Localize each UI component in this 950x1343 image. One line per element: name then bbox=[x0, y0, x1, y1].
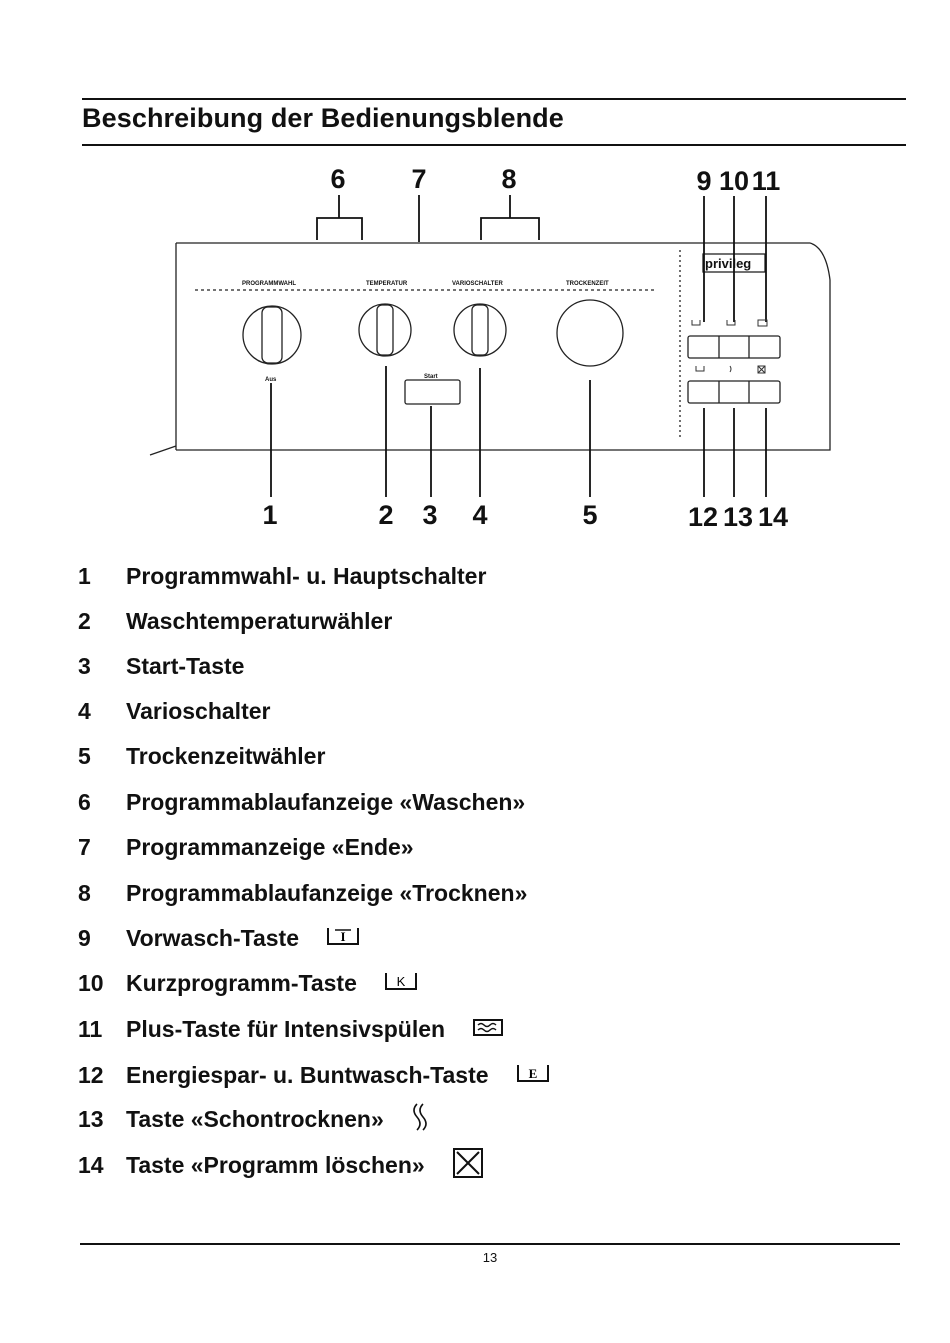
legend-item: 4 Varioschalter bbox=[78, 696, 270, 726]
item-number: 12 bbox=[78, 1061, 104, 1088]
item-label: Plus-Taste für Intensivspülen bbox=[126, 1015, 446, 1042]
callout-1: 1 bbox=[262, 500, 277, 530]
energy-save-icon: E bbox=[515, 1062, 551, 1089]
item-label: Varioschalter bbox=[126, 697, 271, 724]
item-label: Kurzprogramm-Taste bbox=[126, 969, 357, 996]
label-varioschalter: VARIOSCHALTER bbox=[452, 281, 503, 287]
brand-logo: privileg bbox=[705, 256, 751, 271]
svg-text:E: E bbox=[528, 1066, 537, 1081]
item-label: Energiespar- u. Buntwasch-Taste bbox=[126, 1061, 489, 1088]
item-number: 8 bbox=[78, 879, 91, 906]
item-label: Programmanzeige «Ende» bbox=[126, 833, 414, 860]
label-start: Start bbox=[424, 374, 438, 380]
item-label: Trockenzeitwähler bbox=[126, 742, 326, 769]
footer-rule bbox=[80, 1243, 900, 1245]
item-number: 6 bbox=[78, 788, 91, 815]
item-number: 10 bbox=[78, 969, 104, 996]
legend-item: 13 Taste «Schontrocknen» bbox=[78, 1102, 432, 1137]
label-temperatur: TEMPERATUR bbox=[366, 281, 408, 287]
item-number: 4 bbox=[78, 697, 91, 724]
top-rule bbox=[82, 98, 906, 100]
legend-item: 5 Trockenzeitwähler bbox=[78, 741, 325, 771]
label-aus: Aus bbox=[265, 377, 277, 383]
control-panel-figure: 6 7 8 9 10 11 1 2 3 4 5 12 13 14 PROGRAM… bbox=[149, 164, 831, 532]
legend-item: 3 Start-Taste bbox=[78, 651, 244, 681]
short-program-icon: K bbox=[383, 970, 419, 997]
item-label: Taste «Programm löschen» bbox=[126, 1151, 425, 1178]
legend-item: 10 Kurzprogramm-Taste K bbox=[78, 968, 419, 998]
page-title: Beschreibung der Bedienungsblende bbox=[82, 103, 564, 133]
callout-7: 7 bbox=[411, 164, 426, 194]
legend-item: 2 Waschtemperaturwähler bbox=[78, 606, 392, 636]
programmwahl-knob bbox=[242, 305, 302, 365]
prewash-icon: I bbox=[325, 925, 361, 952]
item-number: 7 bbox=[78, 833, 91, 860]
gentle-dry-icon bbox=[410, 1102, 432, 1137]
item-number: 11 bbox=[78, 1015, 103, 1042]
legend-item: 6 Programmablaufanzeige «Waschen» bbox=[78, 787, 525, 817]
page-number: 13 bbox=[482, 1250, 498, 1265]
item-number: 5 bbox=[78, 742, 91, 769]
callout-10: 10 bbox=[719, 166, 749, 196]
label-programmwahl: PROGRAMMWAHL bbox=[242, 281, 296, 287]
callout-3: 3 bbox=[422, 500, 437, 530]
legend-item: 12 Energiespar- u. Buntwasch-Taste E bbox=[78, 1060, 551, 1090]
trockenzeit-knob bbox=[556, 299, 624, 367]
item-number: 1 bbox=[78, 562, 91, 589]
item-number: 3 bbox=[78, 652, 91, 679]
callout-2: 2 bbox=[378, 500, 393, 530]
svg-text:K: K bbox=[397, 974, 406, 989]
item-label: Vorwasch-Taste bbox=[126, 924, 299, 951]
legend-item: 14 Taste «Programm löschen» bbox=[78, 1147, 485, 1180]
item-label: Start-Taste bbox=[126, 652, 245, 679]
callout-8: 8 bbox=[501, 164, 516, 194]
item-label: Programmablaufanzeige «Waschen» bbox=[126, 788, 526, 815]
legend-item: 7 Programmanzeige «Ende» bbox=[78, 832, 414, 862]
legend-item: 9 Vorwasch-Taste I bbox=[78, 923, 361, 953]
item-number: 2 bbox=[78, 607, 91, 634]
legend-item: 8 Programmablaufanzeige «Trocknen» bbox=[78, 878, 527, 908]
item-label: Waschtemperaturwähler bbox=[126, 607, 393, 634]
legend-item: 1 Programmwahl- u. Hauptschalter bbox=[78, 561, 486, 591]
callout-6: 6 bbox=[330, 164, 345, 194]
vario-knob bbox=[453, 303, 507, 357]
callout-12: 12 bbox=[688, 502, 718, 532]
callout-5: 5 bbox=[582, 500, 597, 530]
callout-9: 9 bbox=[696, 166, 711, 196]
temperatur-knob bbox=[358, 303, 412, 357]
item-number: 13 bbox=[78, 1105, 104, 1132]
label-trockenzeit: TROCKENZEIT bbox=[566, 281, 609, 287]
callout-14: 14 bbox=[758, 502, 788, 532]
item-number: 9 bbox=[78, 924, 91, 951]
item-label: Programmablaufanzeige «Trocknen» bbox=[126, 879, 528, 906]
callout-11: 11 bbox=[752, 166, 781, 196]
callout-13: 13 bbox=[723, 502, 753, 532]
plus-rinse-icon bbox=[471, 1016, 507, 1043]
item-label: Programmwahl- u. Hauptschalter bbox=[126, 562, 487, 589]
item-number: 14 bbox=[78, 1151, 104, 1178]
callout-4: 4 bbox=[472, 500, 487, 530]
title-rule bbox=[82, 144, 906, 146]
item-label: Taste «Schontrocknen» bbox=[126, 1105, 384, 1132]
svg-text:I: I bbox=[340, 929, 345, 944]
cancel-program-icon bbox=[451, 1146, 485, 1185]
legend-item: 11 Plus-Taste für Intensivspülen bbox=[78, 1014, 507, 1044]
